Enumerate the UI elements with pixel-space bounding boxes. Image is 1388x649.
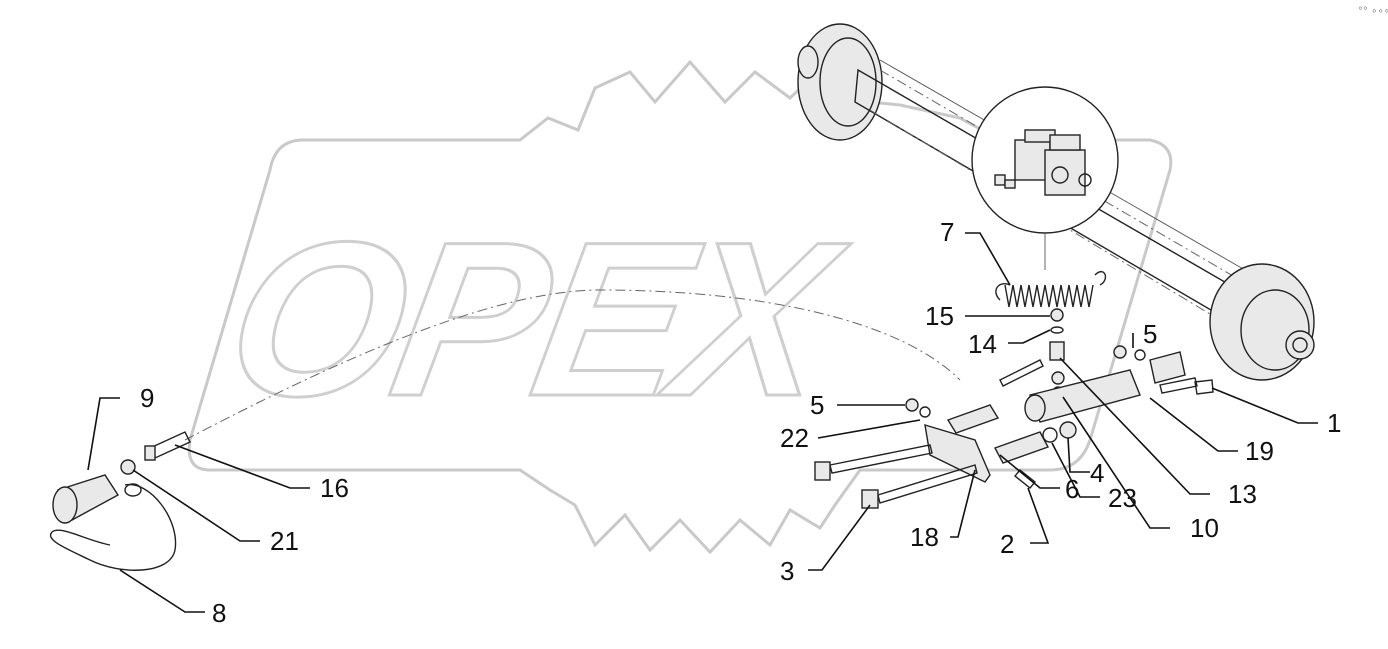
callout-9: 9 <box>140 383 154 413</box>
spacer-part-6 <box>994 431 1049 464</box>
bracket-part-19 <box>1149 351 1186 384</box>
axle-assembly <box>797 23 1315 381</box>
bracket-part-18 <box>924 424 991 483</box>
callout-13: 13 <box>1228 479 1257 509</box>
callout-labels: 1 2 3 4 5 5 6 7 8 9 10 13 14 15 16 18 19… <box>140 217 1341 628</box>
corner-mark: °° ∘∘∘ <box>1358 6 1388 17</box>
callout-14: 14 <box>968 329 997 359</box>
callout-7: 7 <box>940 217 954 247</box>
cylinder-part-10 <box>1029 369 1141 423</box>
leader-lines <box>87 232 1318 613</box>
watermark: OPEX <box>187 59 1173 555</box>
cable-end-part-16 <box>149 431 191 459</box>
spring-part-7 <box>995 270 1107 308</box>
callout-4: 4 <box>1090 458 1104 488</box>
bolt-assembly <box>999 359 1044 387</box>
callout-18: 18 <box>910 522 939 552</box>
pin-part-2 <box>1014 469 1036 489</box>
callout-22: 22 <box>780 423 809 453</box>
callout-6: 6 <box>1065 474 1079 504</box>
watermark-text: OPEX <box>212 196 860 442</box>
callout-5-left: 5 <box>810 390 824 420</box>
nut-part-15 <box>1050 308 1064 322</box>
bolt-part-22 <box>829 444 933 474</box>
right-brake-drum <box>1209 263 1315 381</box>
nut-part-5-right <box>1113 345 1127 359</box>
callout-21: 21 <box>270 526 299 556</box>
spacer-part-top <box>946 404 1000 434</box>
callout-19: 19 <box>1245 436 1274 466</box>
callout-15: 15 <box>925 301 954 331</box>
callout-2: 2 <box>1000 529 1014 559</box>
callout-23: 23 <box>1108 483 1137 513</box>
washer-part-23 <box>1042 427 1058 443</box>
fitting-part-13 <box>1049 341 1065 361</box>
bolt-part-1 <box>1159 377 1198 394</box>
callout-16: 16 <box>320 473 349 503</box>
nut-part-21 <box>120 459 136 475</box>
callout-5-right: 5 <box>1143 319 1157 349</box>
nut-part-4 <box>1059 421 1077 439</box>
left-brake-drum <box>797 23 883 141</box>
callout-10: 10 <box>1190 513 1219 543</box>
cap-part-8 <box>49 484 177 571</box>
callout-1: 1 <box>1327 408 1341 438</box>
brake-mechanism-detail <box>994 129 1092 196</box>
callout-8: 8 <box>212 598 226 628</box>
brake-cable <box>184 289 961 441</box>
bolt-part-3 <box>877 464 978 504</box>
callout-3: 3 <box>780 556 794 586</box>
nut-part-5-left <box>905 398 919 412</box>
washer-part-14 <box>1050 326 1064 334</box>
